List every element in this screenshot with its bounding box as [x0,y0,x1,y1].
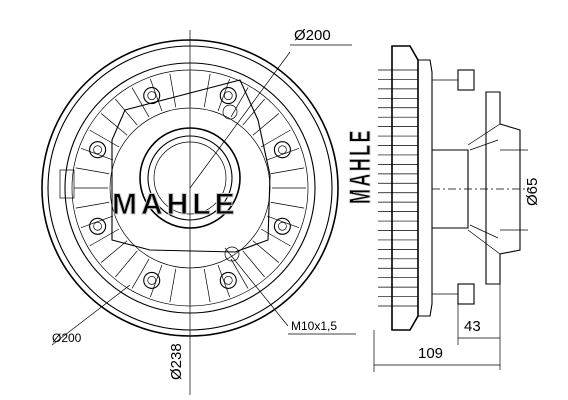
fin [203,268,211,303]
dim-d200-top: Ø200 [294,27,331,44]
top-bolt [457,69,475,91]
dim-d200-left: Ø200 [52,331,82,345]
fin [115,250,138,278]
fin [149,264,163,298]
side-view [378,45,530,331]
bolt-ring [89,87,291,289]
bolt-hole [147,276,157,285]
bolt-boss [219,87,237,105]
bolt-hole [147,91,157,100]
dim-d65: Ø65 [524,178,541,206]
fin [89,228,120,247]
fin [270,201,305,209]
dim-len109: 109 [418,345,443,362]
dim-d238: Ø238 [168,343,185,380]
fin [260,228,291,247]
fin [266,147,300,161]
watermark-front: MAHLE [112,188,239,221]
thread-leader [224,247,289,327]
bolt-boss [273,217,291,235]
fin [131,87,150,118]
bolt-boss [143,87,161,105]
fin [203,73,211,108]
side-bracket [59,169,75,199]
watermark-side: MAHLE [345,128,378,204]
fin [100,240,128,263]
dim-thread: M10x1,5 [291,319,337,333]
side-dimensions: Ø65 43 109 [373,149,541,372]
bottom-bolt [457,283,475,305]
fin [270,167,305,175]
fin [75,167,110,175]
bolt-hole [223,91,233,100]
fin [100,113,128,136]
fin [260,129,291,148]
fin [242,250,265,278]
cooling-fins [74,72,306,304]
fin [252,113,280,136]
side-fins [378,69,418,307]
pulley-flange [485,91,521,285]
fin [169,268,177,303]
bolt-boss [143,271,161,289]
fin [80,147,114,161]
dim-len43: 43 [464,318,481,335]
bolt-hole [93,145,102,155]
hub-plate [111,79,271,253]
bolt-hole [278,221,287,231]
fin [89,129,120,148]
sensor-hole-top [222,104,238,120]
bolt-boss [89,141,107,159]
fin [75,201,110,209]
fin [217,264,231,298]
bolt-boss [273,141,291,159]
fin [149,78,163,112]
fin [217,78,231,112]
flange-web [467,123,501,255]
bolt-hole [223,276,233,285]
side-rear-plate [418,59,433,317]
fin [169,73,177,108]
bolt-boss [89,217,107,235]
bolt-hole [278,145,287,155]
fin [266,215,300,229]
d200-left-leader [51,284,131,346]
d200-top-leader [189,51,291,189]
fin [230,258,249,289]
sensor-hole-bottom [224,246,240,262]
fin [80,215,114,229]
fin [115,98,138,126]
fin [242,98,265,126]
front-dimensions: Ø200 Ø200 Ø238 M10x1,5 [51,27,356,395]
fin [131,258,150,289]
bolt-hole [93,221,102,231]
bolt-boss [219,271,237,289]
